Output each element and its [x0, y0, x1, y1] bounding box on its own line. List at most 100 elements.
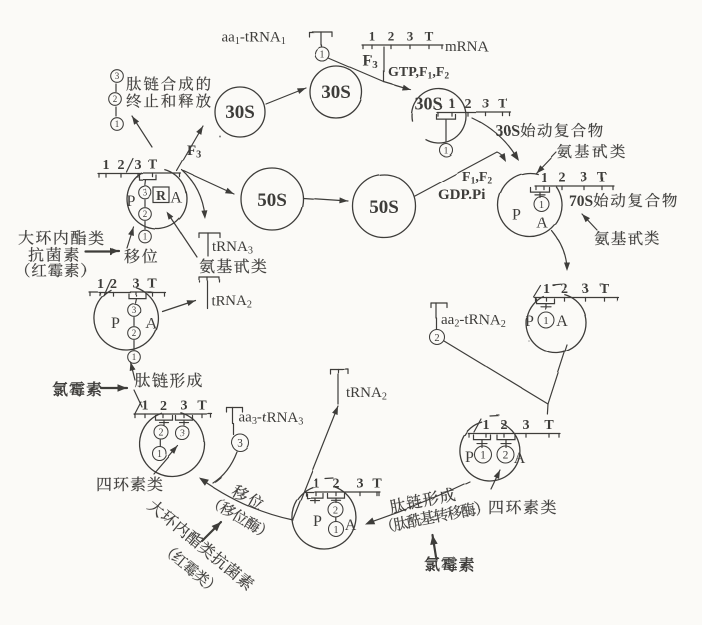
svg-text:S: S	[585, 193, 594, 210]
mark-bar-peptide	[489, 414, 501, 417]
mark-slash-termination	[125, 157, 134, 173]
circle-30s-free-b	[309, 65, 363, 119]
residue-term-chain-2: 2	[108, 92, 122, 106]
ruler-release-codon-3: 3	[133, 277, 140, 292]
ruler-next-cycle-codon-T: T	[197, 399, 207, 414]
ruler-aa2-codon-3: 3	[582, 282, 589, 297]
ruler-70s-init-codon-1: 1	[541, 171, 548, 186]
ruler-peptide: 1 2 3 T	[467, 418, 561, 438]
arrow-tetracyclines-left-head	[170, 446, 178, 455]
residue-next-3: 3	[174, 425, 191, 441]
ruler-70s-init-codon-T: T	[597, 171, 607, 186]
arrow-chloramphenicol-bottom-head	[430, 535, 438, 545]
label-f3-top: F3	[363, 53, 379, 72]
label-50s-free-b: 50S	[369, 197, 399, 218]
residue-term-chain-3-digit: 3	[115, 71, 120, 81]
label-f1f2: F1,F2	[462, 170, 492, 187]
ruler-mrna-codon-1: 1	[369, 29, 376, 44]
arrow-30s-a-to-b-head	[297, 88, 306, 94]
release-factor-box	[152, 186, 171, 204]
arrow-termination-to-50s	[183, 170, 235, 195]
residue-release-1-ring	[127, 350, 141, 364]
residue-term-chain-1-digit: 1	[115, 119, 120, 129]
residue-next-3-ring	[174, 425, 191, 441]
comb-aa2-p1	[535, 297, 555, 304]
residue-70s-init-digit: 1	[539, 200, 544, 211]
residue-release-2-ring	[127, 326, 141, 340]
curve-termination-to-trna3-head	[201, 210, 208, 219]
ruler-translocated-codon-1: 1	[313, 477, 320, 492]
label-50s-free-a: 50S	[257, 190, 287, 211]
residue-aa2-p-ring	[537, 311, 555, 329]
ruler-peptide-codon-T: T	[544, 418, 554, 433]
residue-release-3: 3	[127, 303, 141, 317]
residue-aa1-ring	[314, 46, 330, 62]
label-aa2-trna2: aa2-tRNA2	[441, 312, 505, 330]
release-factor-letter: R	[157, 189, 167, 204]
residue-aa3-free-digit: 3	[238, 438, 244, 450]
arrow-release-to-trna2-head	[186, 299, 195, 306]
residue-70s-init: 1	[533, 195, 550, 213]
circle-70s-aa2-bound	[525, 293, 587, 354]
line-aminoglycosides-left-head	[167, 212, 174, 221]
ruler-peptide-codon-2: 2	[501, 418, 508, 433]
site-p-transloc: P	[313, 513, 322, 530]
residue-termination-2-ring	[138, 207, 152, 221]
site-a-release: A	[145, 315, 157, 332]
arrow-50s-a-to-b-head	[339, 197, 348, 204]
residue-release-2-digit: 2	[132, 328, 137, 338]
stem-termination	[144, 179, 147, 186]
circle-50s-free-a	[240, 167, 304, 231]
line-50s-to-70s-head	[499, 153, 506, 162]
curve-peptide-bond-arrow	[367, 481, 471, 524]
residue-peptide-1: 1	[473, 445, 493, 464]
site-a-transloc: A	[345, 517, 357, 534]
tbar-next-1	[158, 419, 170, 426]
site-a-termination: A	[171, 190, 183, 207]
residue-aa2-free: 2	[428, 328, 446, 346]
ruler-translocated-codon-3: 3	[357, 477, 364, 492]
label-30s-free-a: 30S	[225, 102, 255, 123]
site-p-peptide: P	[465, 449, 474, 466]
residue-peptide-1-ring	[473, 445, 493, 464]
ruler-70s-init-codon-2: 2	[559, 171, 566, 186]
residue-termination-2-digit: 2	[143, 209, 148, 219]
arrow-translocation-up-head	[128, 227, 134, 236]
trna-symbol-trna2-bottom	[329, 368, 349, 405]
trna-symbol-trna3	[198, 232, 221, 257]
ruler-mrna-codon-3: 3	[407, 29, 414, 44]
label-f3-release: F3	[187, 143, 201, 161]
ruler-translocated: 1 2 3 T	[304, 477, 382, 497]
ruler-release: 1 2 3 T	[88, 277, 166, 297]
site-a-70s: A	[537, 215, 549, 232]
ruler-termination-codon-2: 2	[118, 158, 125, 173]
residue-term-chain-2-ring	[108, 92, 122, 106]
ruler-70s-init-codon-3: 3	[581, 171, 588, 186]
residue-aa2-free-ring	[428, 328, 446, 346]
ruler-next-cycle-codon-1: 1	[142, 399, 149, 414]
ruler-translocated-codon-T: T	[372, 477, 382, 492]
residue-transloc-1-digit: 1	[333, 525, 338, 536]
ruler-aa2-codon-1: 1	[543, 282, 550, 297]
residue-next-3-digit: 3	[180, 429, 185, 440]
arrow-termination-to-30s-head	[196, 126, 203, 135]
ruler-30s-init-codon-2: 2	[465, 97, 472, 112]
line-aa1-to-junction	[327, 57, 385, 83]
circle-70s-initiation	[497, 172, 563, 238]
residue-peptide-1-digit: 1	[480, 450, 486, 462]
residue-aa3-free-ring	[231, 433, 250, 453]
ruler-termination-codon-3: 3	[135, 158, 142, 173]
circle-70s-termination	[126, 169, 188, 230]
residue-30s-init-digit: 1	[444, 146, 449, 156]
mark-slash-aa2	[532, 284, 541, 298]
label-30s-free-b: 30S	[321, 82, 351, 103]
residue-termination-3-ring	[138, 185, 152, 200]
tbar-aa2	[539, 303, 552, 310]
residue-release-2: 2	[127, 326, 141, 340]
tbar-transloc-1	[309, 497, 321, 504]
curve-aa3-pointer	[212, 451, 238, 484]
residue-next-1-digit: 1	[157, 449, 162, 460]
site-p-aa2: P	[525, 313, 534, 330]
residue-peptide-2: 2	[496, 445, 515, 464]
residue-aa3-free: 3	[231, 433, 250, 453]
